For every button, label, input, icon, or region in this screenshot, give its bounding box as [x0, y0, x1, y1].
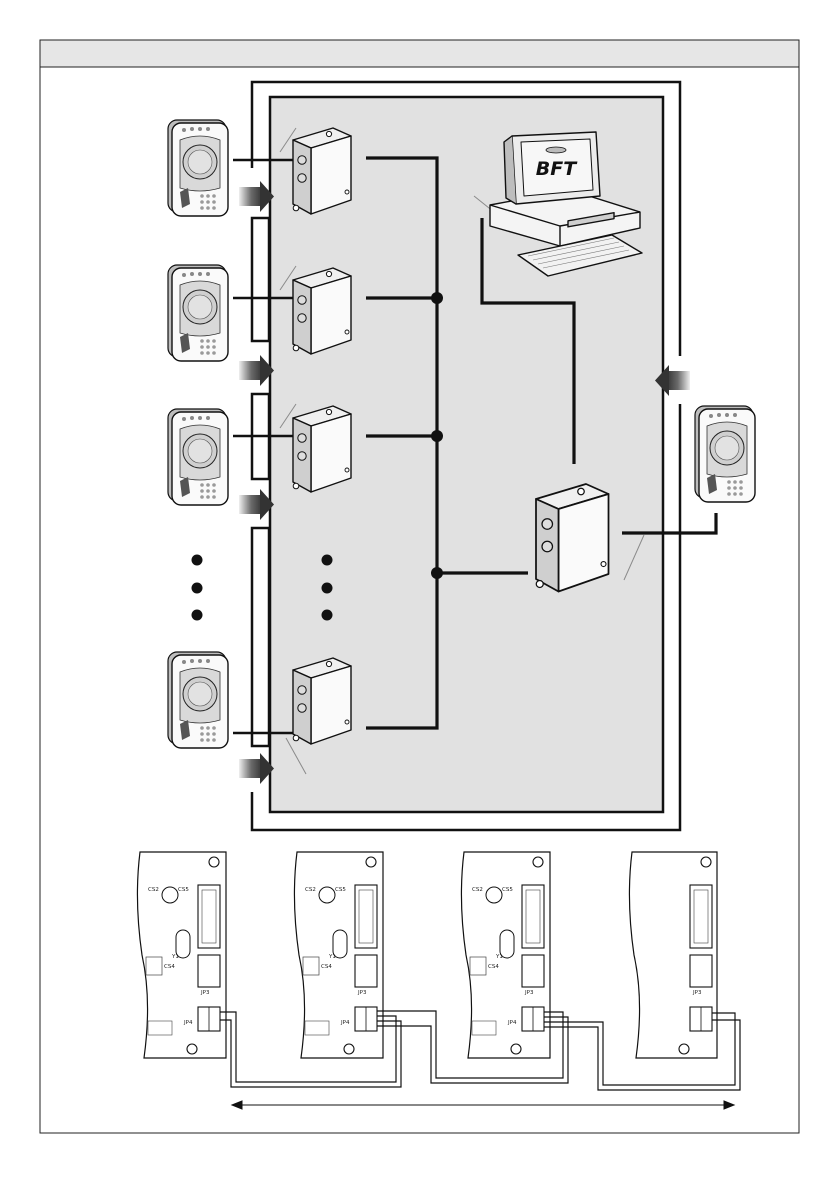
dot-icon	[322, 555, 333, 566]
header-band	[40, 40, 799, 67]
dot-icon	[192, 555, 203, 566]
jp4-label: JP4	[507, 1020, 517, 1026]
controller-icon	[293, 268, 351, 354]
y1-label: Y1	[171, 954, 179, 960]
cs5-label: CS5	[502, 887, 513, 893]
dot-icon	[192, 583, 203, 594]
y1-label: Y1	[495, 954, 503, 960]
cs4-label: CS4	[321, 964, 332, 970]
jp4-label: JP4	[340, 1020, 350, 1026]
controller-icon	[536, 484, 609, 592]
cs2-label: CS2	[305, 887, 316, 893]
cs2-label: CS2	[472, 887, 483, 893]
dot-icon	[322, 583, 333, 594]
cs5-label: CS5	[335, 887, 346, 893]
y1-label: Y1	[328, 954, 336, 960]
dot-icon	[431, 567, 443, 579]
dot-icon	[192, 610, 203, 621]
reader-icon	[168, 265, 228, 361]
pcb-board: CS2 CS5 Y1 CS4 JP3 JP4	[137, 852, 226, 1058]
reader-icon	[168, 120, 228, 216]
jp3-label: JP3	[692, 990, 702, 996]
computer-logo: BFT	[536, 158, 578, 180]
cs4-label: CS4	[164, 964, 175, 970]
controller-icon	[293, 128, 351, 214]
jp3-label: JP3	[524, 990, 534, 996]
dot-icon	[431, 292, 443, 304]
dot-icon	[322, 610, 333, 621]
controller-icon	[293, 406, 351, 492]
jp3-label: JP3	[200, 990, 210, 996]
controller-icon	[293, 658, 351, 744]
pcb-board: CS2 CS5 Y1 CS4 JP3 JP4	[294, 852, 383, 1058]
reader-icon	[168, 652, 228, 748]
pcb-board: CS2 CS5 Y1 CS4 JP3 JP4	[461, 852, 550, 1058]
cs5-label: CS5	[178, 887, 189, 893]
cs2-label: CS2	[148, 887, 159, 893]
dot-icon	[431, 430, 443, 442]
cs4-label: CS4	[488, 964, 499, 970]
reader-icon	[695, 406, 755, 502]
jp4-label: JP4	[183, 1020, 193, 1026]
pcb-board: JP3	[629, 852, 717, 1058]
jp3-label: JP3	[357, 990, 367, 996]
reader-icon	[168, 409, 228, 505]
